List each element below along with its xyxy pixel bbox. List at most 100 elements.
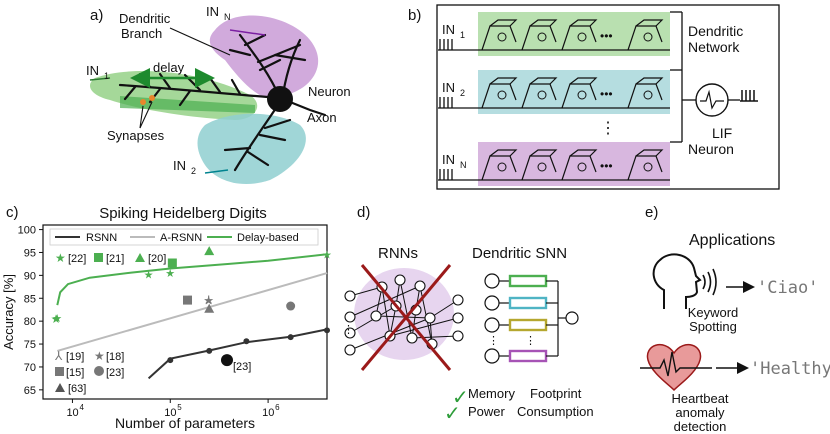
lif-membrane-trace <box>700 89 724 110</box>
synapses-label: Synapses <box>107 128 165 143</box>
series-line-delaybased <box>56 253 328 306</box>
ref-point-triangle <box>204 246 215 256</box>
dendrite-unit <box>489 149 518 157</box>
dendritic-snn-network: ⋮ ⋮ ⋮ <box>343 273 579 364</box>
rnn-edge <box>399 279 413 339</box>
consumption-label: Consumption <box>517 404 594 419</box>
ref-marker-star-gray: ★ <box>94 349 105 363</box>
dendrite-unit <box>561 155 597 181</box>
dendrite-unit <box>627 83 663 109</box>
rnn-edge <box>375 315 431 319</box>
dendritic-network-label-1: Dendritic <box>688 23 743 39</box>
rnn-node <box>406 332 418 344</box>
series-point <box>167 357 174 364</box>
y-tick-label: 100 <box>18 225 36 237</box>
ref-label-18: [18] <box>106 351 124 363</box>
y-axis-label: Accuracy [%] <box>1 274 16 350</box>
ref-label-20: [20] <box>148 253 166 265</box>
lif-neuron-symbol <box>695 83 729 117</box>
neuron-soma <box>267 86 293 112</box>
rnn-node <box>452 294 464 306</box>
synapse-dot <box>149 95 155 101</box>
ref-label-23: [23] <box>106 367 124 379</box>
ref-marker-tri-gray: ⅄ <box>54 349 63 363</box>
dendrite-unit <box>481 83 517 109</box>
dendrite-unit <box>521 83 557 109</box>
dendrite-unit-node <box>537 32 547 42</box>
panel-e: e) Applications 'Ciao' Keyword Spotting … <box>640 204 830 434</box>
y-tick-label: 80 <box>24 316 36 328</box>
dendrite-unit <box>627 155 663 181</box>
legend-box <box>49 228 319 246</box>
dendrite-unit <box>489 19 518 27</box>
rnn-vertical-ellipsis: ⋮ <box>343 324 354 336</box>
dendrite-unit <box>521 155 557 181</box>
snn-input-node <box>484 317 500 333</box>
footprint-label: Footprint <box>530 386 582 401</box>
in-n-label: IN <box>206 4 219 19</box>
rnn-edge <box>411 335 459 339</box>
panel-d: d) RNNs Dendritic SNN ⋮⋮⋮ ✓ ✓ Memory Foo… <box>343 204 594 425</box>
dendrite-unit-node <box>577 162 587 172</box>
ref-marker-square-gray <box>55 367 64 376</box>
heartbeat-label-1: Heartbeat <box>671 391 728 406</box>
series-point <box>243 338 250 345</box>
rnn-node <box>414 280 426 292</box>
vertical-ellipsis: ⋮ <box>600 120 616 137</box>
snn-vertical-ellipsis: ⋮ <box>488 335 499 347</box>
output-spike-train <box>740 90 758 102</box>
rnn-node <box>344 327 356 339</box>
synapse-pointer <box>139 101 153 129</box>
rnn-node <box>394 274 406 286</box>
in-n-sub: N <box>224 12 231 22</box>
dendrite-unit <box>635 149 664 157</box>
delay-label: delay <box>153 60 185 75</box>
y-tick-label: 85 <box>24 293 36 305</box>
rnn-node <box>370 310 382 322</box>
rnn-node <box>344 290 356 302</box>
x-axis-label: Number of parameters <box>115 415 255 431</box>
dendrite-unit-node <box>643 32 653 42</box>
in-2-dendrite-region <box>197 113 306 185</box>
rnn-node <box>344 311 356 323</box>
dendrite-unit <box>529 149 558 157</box>
x-tick-label: 10 <box>164 407 176 419</box>
row-background <box>478 12 670 56</box>
synapse-dot <box>140 99 146 105</box>
series-point <box>287 334 294 341</box>
dendritic-snn-title: Dendritic SNN <box>472 245 567 262</box>
neuron-label: Neuron <box>308 84 351 99</box>
dendrite-unit-node <box>577 32 587 42</box>
sound-wave-icon <box>702 274 706 290</box>
x-tick-exponent: 5 <box>177 403 182 412</box>
lif-label-2: Neuron <box>688 141 734 157</box>
x-tick-label: 10 <box>66 407 78 419</box>
snn-dendrite-bar <box>508 318 548 332</box>
memory-label: Memory <box>468 386 515 401</box>
dendrite-unit-node <box>497 32 507 42</box>
row-ellipsis: ••• <box>600 87 613 101</box>
in-2-sub: 2 <box>191 166 196 176</box>
in-n-dendrite-region <box>209 15 319 100</box>
ref-point-triangle <box>204 303 215 313</box>
snn-dendrite-bar <box>508 274 548 288</box>
x-tick-label: 10 <box>262 407 274 419</box>
row-background <box>478 142 670 186</box>
x-tick-exponent: 6 <box>275 403 280 412</box>
dendritic-branch-label-1: Dendritic <box>119 11 171 26</box>
ref-point-tri: ⅄ <box>205 295 212 307</box>
series-point-star: ★ <box>322 249 332 261</box>
y-tick-label: 75 <box>24 339 36 351</box>
snn-input-node <box>484 273 500 289</box>
ecg-trace <box>640 351 712 377</box>
dendrite-unit <box>529 77 558 85</box>
dendrite-unit <box>481 25 517 51</box>
reference-legend: ★ [22] [21] [20] ⅄ [19] ★ [18] [15] [23]… <box>54 251 166 395</box>
series-point-star: ★ <box>165 268 175 280</box>
series-line-rsnn <box>147 328 328 380</box>
ref-label-21: [21] <box>106 253 124 265</box>
snn-vertical-ellipsis: ⋮ <box>525 335 536 347</box>
legend-label-rsnn: RSNN <box>86 232 117 244</box>
